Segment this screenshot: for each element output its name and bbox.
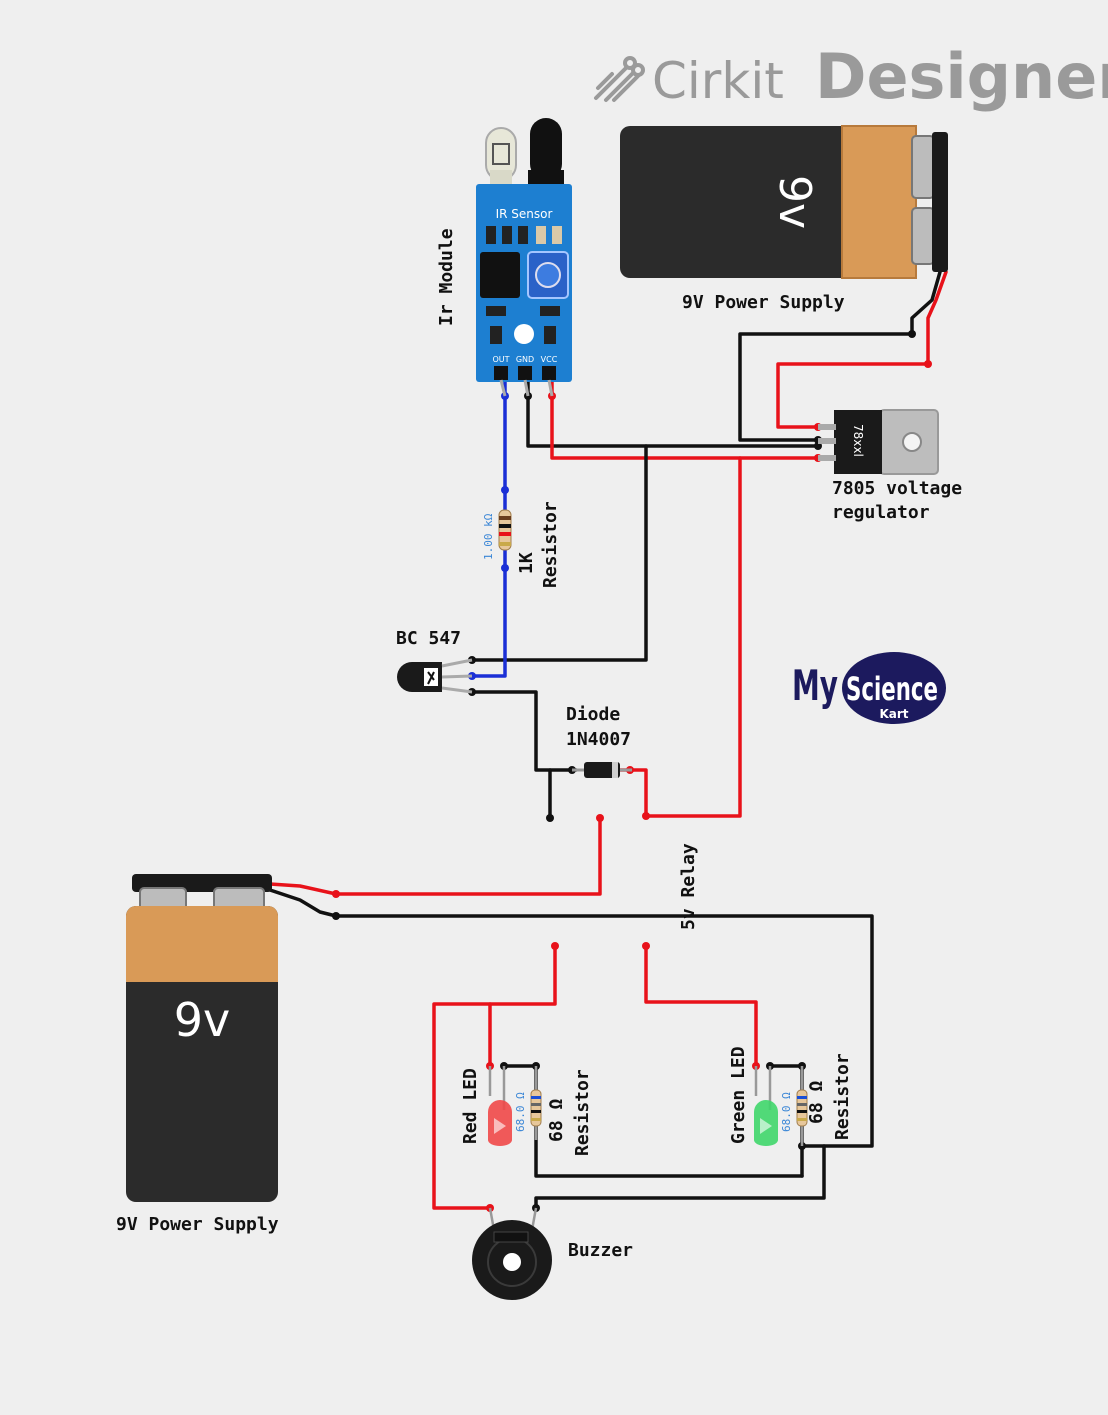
battery-left-voltage: 9v — [174, 993, 231, 1047]
diode-1n4007 — [572, 762, 632, 778]
red-led-label: Red LED — [460, 1068, 481, 1144]
green-led-resistor — [796, 1066, 808, 1146]
relay-label: 5v Relay — [678, 843, 699, 930]
battery-top-voltage: 9v — [769, 175, 820, 229]
battery-top: 9v — [620, 125, 948, 279]
transistor-bc547 — [397, 658, 473, 694]
red-led-resistor — [530, 1066, 542, 1140]
voltage-regulator: 78xxl — [818, 409, 939, 475]
brand-name-light: Cirkit — [652, 52, 784, 110]
resistor-1k-value: 1.00 kΩ — [482, 513, 495, 560]
ir-board-text: IR Sensor — [496, 207, 553, 221]
ir-pin-gnd: GND — [516, 355, 534, 364]
watermark-science: Science — [846, 670, 938, 708]
buzzer-label: Buzzer — [568, 1240, 633, 1261]
regulator-label-line1: 7805 voltage — [832, 478, 962, 499]
green-resistor-label-line1: 68 Ω — [806, 1080, 827, 1124]
diode-label-line1: Diode — [566, 704, 620, 725]
green-resistor-label-line2: Resistor — [832, 1053, 853, 1140]
green-led-label: Green LED — [728, 1046, 749, 1144]
red-resistor-value: 68.0 Ω — [514, 1092, 527, 1132]
resistor-1k-label-line2: Resistor — [540, 501, 561, 588]
myscience-watermark: My Science Kart — [792, 652, 946, 724]
ir-module-label: Ir Module — [436, 228, 457, 326]
ir-module: IR Sensor OUT GND VCC — [476, 118, 572, 397]
resistor-1k — [498, 509, 512, 551]
resistor-1k-label-line1: 1K — [516, 552, 537, 574]
transistor-label: BC 547 — [396, 628, 461, 649]
watermark-my: My — [792, 661, 838, 710]
red-resistor-label-line2: Resistor — [572, 1069, 593, 1156]
battery-left: 9v — [126, 874, 278, 1202]
regulator-label-line2: regulator — [832, 502, 930, 523]
ir-pin-out: OUT — [492, 355, 509, 364]
buzzer — [472, 1207, 552, 1300]
ir-pin-vcc: VCC — [541, 355, 558, 364]
brand-name-bold: Designer — [815, 40, 1108, 113]
regulator-chip-text: 78xxl — [851, 424, 865, 457]
watermark-kart: Kart — [879, 707, 908, 721]
battery-left-label: 9V Power Supply — [116, 1214, 279, 1235]
red-resistor-label-line1: 68 Ω — [546, 1098, 567, 1142]
green-led — [754, 1066, 778, 1146]
cirkit-logo-icon — [594, 56, 645, 102]
green-resistor-value: 68.0 Ω — [780, 1092, 793, 1132]
red-led — [488, 1066, 512, 1146]
battery-top-label: 9V Power Supply — [682, 292, 845, 313]
diode-label-line2: 1N4007 — [566, 729, 631, 750]
